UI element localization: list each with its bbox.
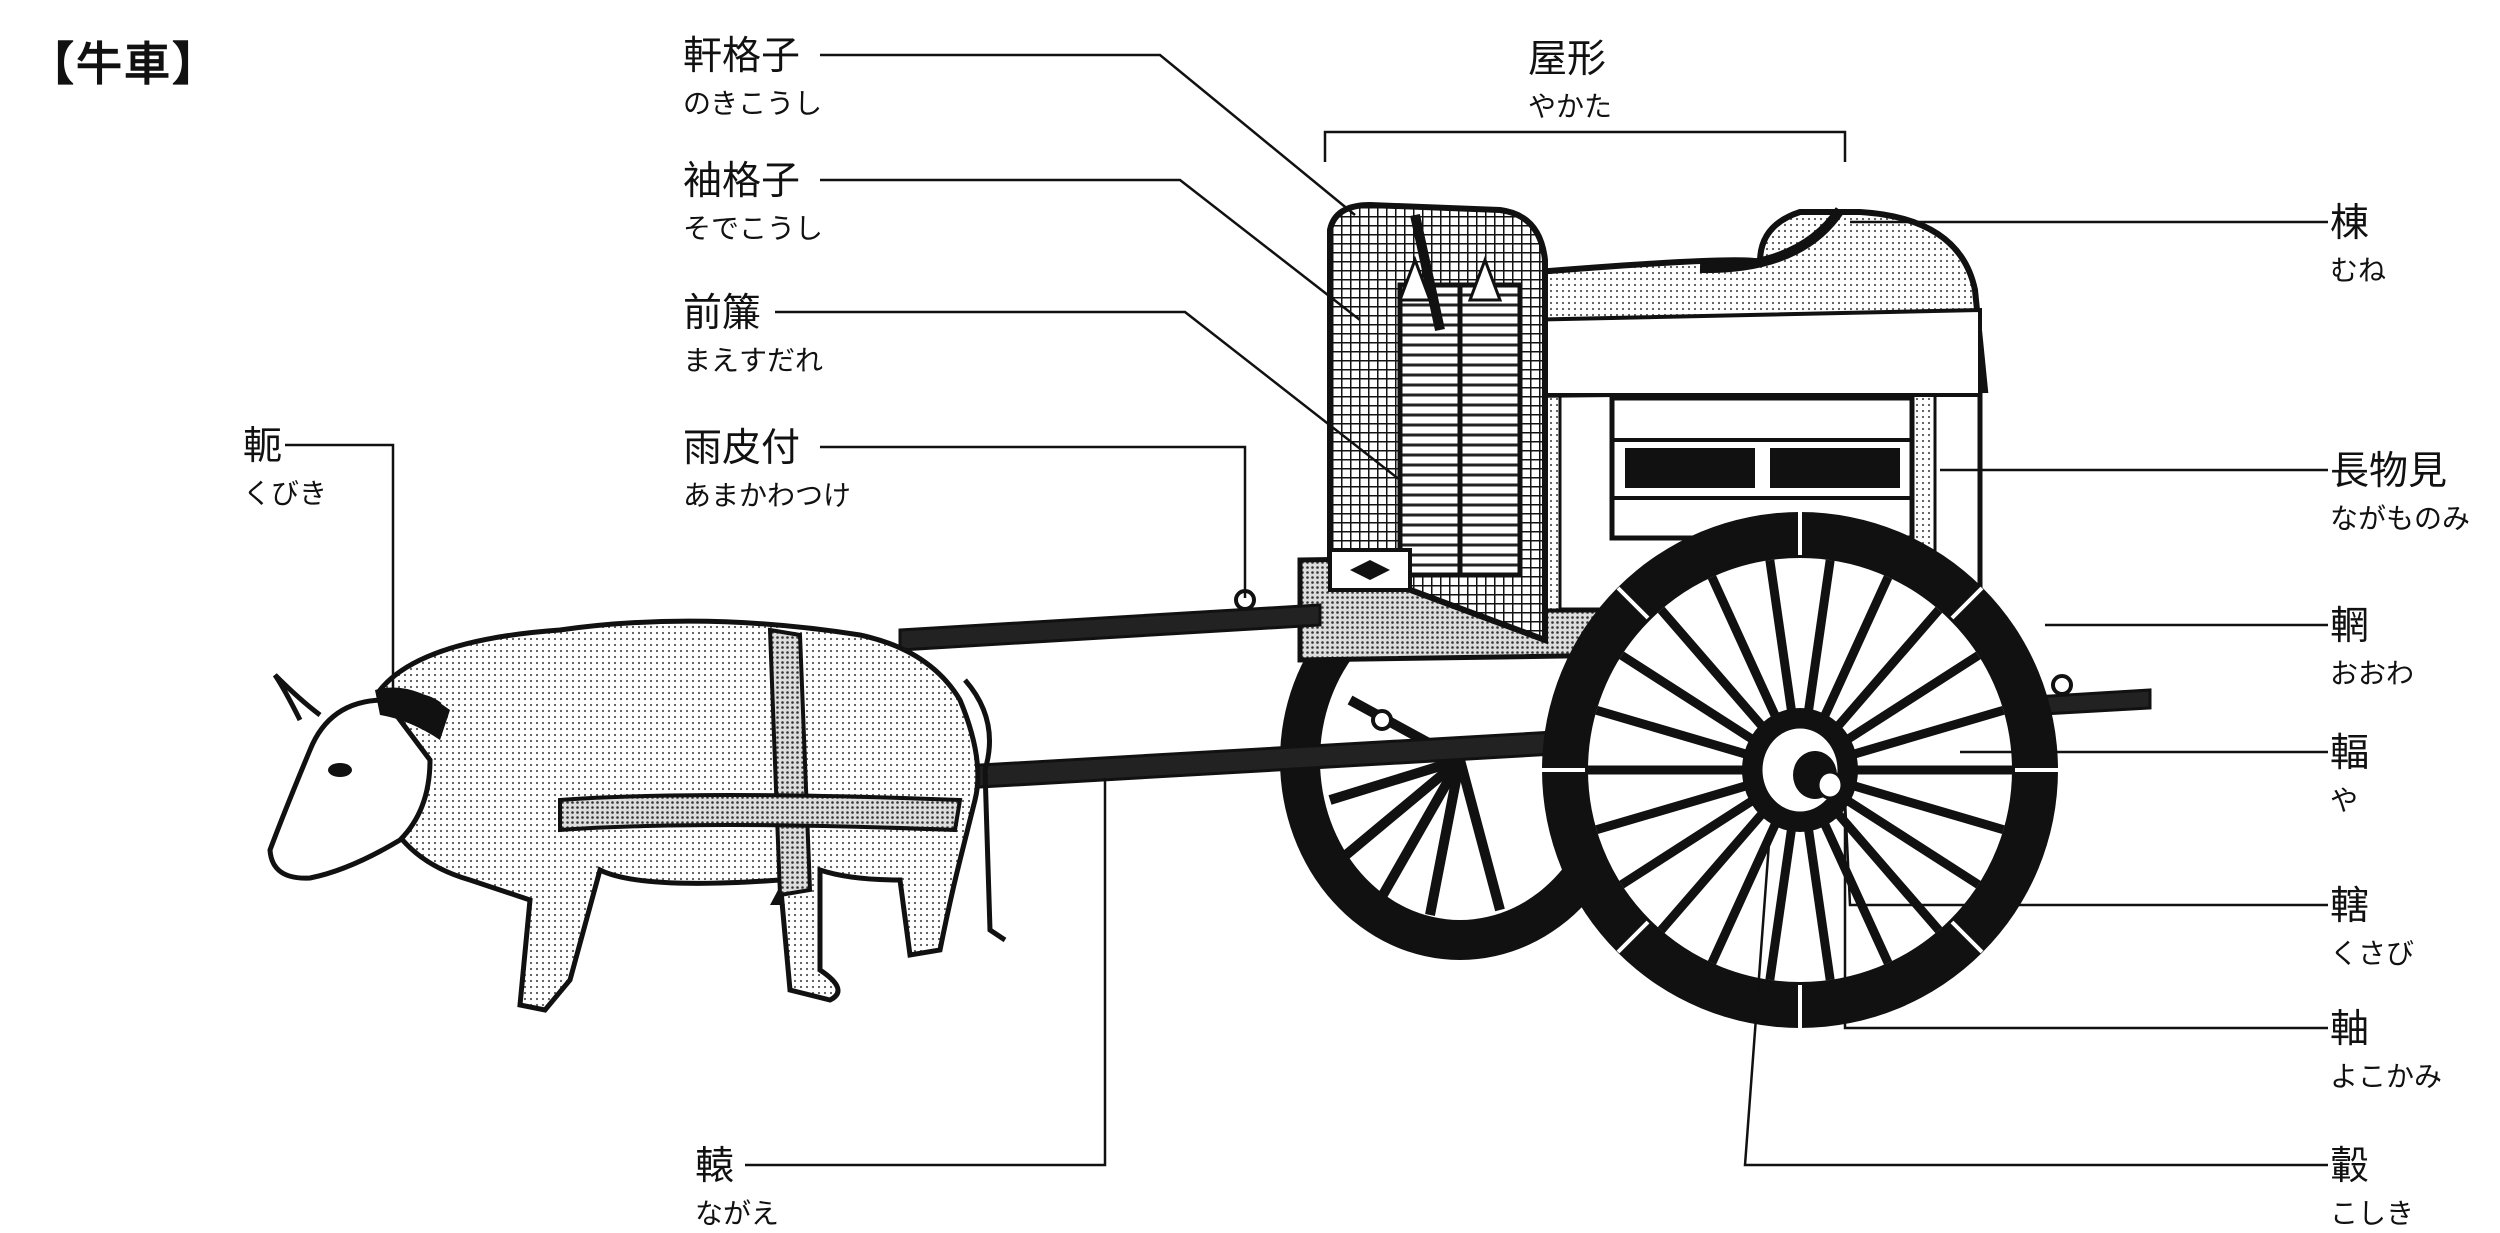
- label-main: 前簾: [683, 291, 762, 336]
- label-kana: あまかわつけ: [683, 479, 852, 512]
- label-main: 屋形: [1528, 37, 1607, 82]
- leader-lines: [285, 53, 2328, 1167]
- label-main: 袖格子: [683, 159, 801, 204]
- wheel-spoke: [1619, 651, 1757, 745]
- label-amakawatsuke: 雨皮付 あまかわつけ: [683, 427, 851, 513]
- label-kana: や: [2330, 784, 2359, 817]
- label-sodekoushi: 袖格子 そでこうし: [683, 160, 823, 246]
- wheel-spoke: [1595, 705, 1749, 759]
- wheel-spoke: [1843, 795, 1981, 889]
- label-kana: のきこうし: [683, 87, 823, 120]
- label-nagamonomi: 長物見 ながものみ: [2330, 450, 2470, 536]
- label-kana: まえすだれ: [683, 344, 824, 377]
- label-yokokami: 軸 よこかみ: [2330, 1008, 2442, 1094]
- label-koshiki: 轂 こしき: [2330, 1145, 2414, 1231]
- label-kana: くびき: [243, 477, 328, 510]
- wheel-spoke: [1765, 559, 1797, 717]
- diagram-title: 【牛車】: [28, 37, 220, 91]
- label-kana: おおわ: [2330, 657, 2415, 690]
- label-mune: 棟 むね: [2330, 202, 2386, 288]
- label-kusabi: 轄 くさび: [2330, 885, 2414, 971]
- label-main: 轄: [2330, 884, 2370, 929]
- wheel-spoke: [1851, 781, 2005, 835]
- label-main: 轅: [695, 1144, 735, 1189]
- wheel-spoke: [1851, 705, 2005, 759]
- label-kana: ながものみ: [2330, 502, 2471, 535]
- label-nokikoushi: 軒格子 のきこうし: [683, 35, 822, 121]
- label-main: 轂: [2330, 1144, 2370, 1189]
- wheel-spoke: [1707, 818, 1782, 965]
- label-main: 棟: [2330, 201, 2370, 246]
- label-main: 雨皮付: [683, 426, 801, 471]
- wheel-spoke: [1818, 818, 1893, 965]
- wheel-spoke: [1832, 606, 1943, 732]
- wheel-spoke: [1707, 575, 1782, 722]
- wheel-spoke: [1657, 808, 1768, 934]
- label-kana: そでこうし: [683, 212, 824, 245]
- label-kana: むね: [2330, 254, 2387, 287]
- label-kubiki: 軛 くびき: [243, 425, 327, 511]
- wheel-spoke: [1765, 823, 1797, 981]
- label-main: 軸: [2330, 1007, 2370, 1052]
- label-oowa: 輞 おおわ: [2330, 605, 2414, 691]
- wheel-spoke: [1803, 823, 1835, 981]
- label-kana: ながえ: [695, 1197, 780, 1230]
- wheel-spoke: [1818, 575, 1893, 722]
- label-main: 輞: [2330, 604, 2370, 649]
- label-main: 長物見: [2330, 449, 2448, 494]
- label-kana: やかた: [1528, 90, 1613, 123]
- label-kana: くさび: [2330, 937, 2415, 970]
- label-yakata: 屋形 やかた: [1528, 38, 1612, 124]
- label-nagae: 轅 ながえ: [695, 1145, 779, 1231]
- near-wheel: [1542, 512, 2058, 1028]
- label-main: 軒格子: [683, 34, 801, 79]
- wheel-spoke: [1832, 808, 1943, 934]
- label-ya: 輻 や: [2330, 732, 2369, 818]
- ox: [267, 618, 1007, 1013]
- label-kana: よこかみ: [2330, 1060, 2443, 1093]
- label-kana: こしき: [2330, 1197, 2415, 1230]
- wheel-spoke: [1843, 651, 1981, 745]
- wheel-spoke: [1595, 781, 1749, 835]
- label-main: 軛: [243, 424, 283, 469]
- wheel-spoke: [1657, 606, 1768, 732]
- label-main: 輻: [2330, 731, 2370, 776]
- wheel-spoke: [1619, 795, 1757, 889]
- label-maesudare: 前簾 まえすだれ: [683, 292, 823, 378]
- wheel-spoke: [1803, 559, 1835, 717]
